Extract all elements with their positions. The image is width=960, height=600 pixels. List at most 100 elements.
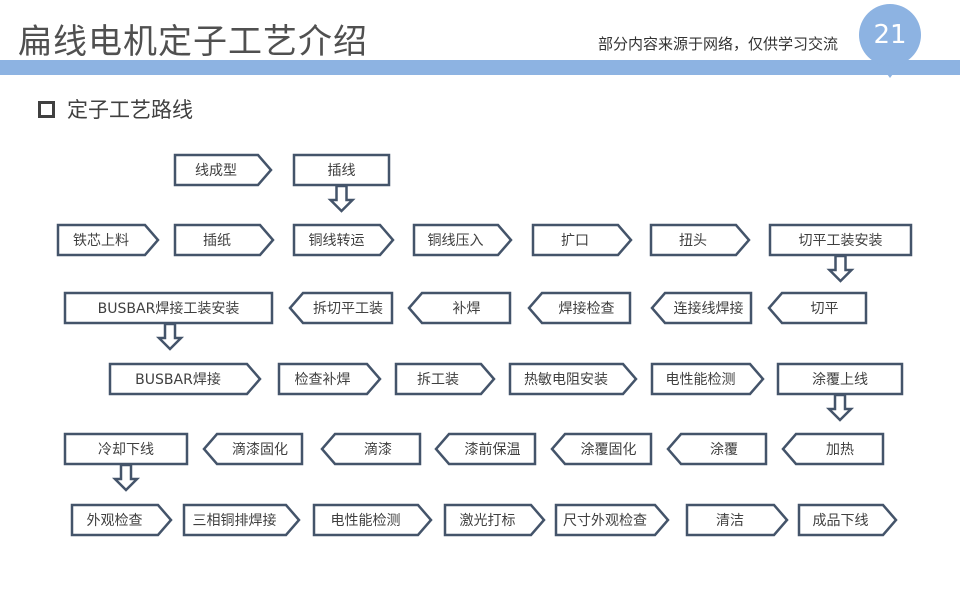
process-step-s29: 外观检查: [70, 503, 173, 537]
process-step-s1: 线成型: [173, 153, 273, 187]
down-arrow-icon: [292, 153, 391, 213]
process-step-s7: 扩口: [531, 223, 633, 257]
header-band: [0, 60, 960, 75]
process-step-label: 滴漆: [364, 442, 392, 458]
process-step-s25: 漆前保温: [434, 432, 537, 466]
right-chevron-box-icon: [292, 223, 395, 257]
process-step-label: 加热: [826, 442, 854, 458]
slide-title: 扁线电机定子工艺介绍: [18, 22, 368, 62]
right-chevron-box-icon: [70, 503, 173, 537]
source-note: 部分内容来源于网络，仅供学习交流: [598, 35, 839, 53]
process-step-label: 热敏电阻安装: [524, 372, 608, 388]
down-arrow-icon: [63, 291, 274, 351]
process-step-label: BUSBAR焊接: [135, 372, 221, 388]
process-step-label: 电性能检测: [330, 513, 401, 529]
process-step-s21: 涂覆上线: [776, 362, 904, 422]
process-step-s13: 补焊: [407, 291, 512, 325]
process-step-s33: 尺寸外观检查: [554, 503, 670, 537]
process-step-s17: 检查补焊: [277, 362, 382, 396]
process-step-label: 冷却下线: [98, 442, 154, 458]
process-step-label: 线成型: [195, 163, 237, 179]
left-chevron-box-icon: [434, 432, 537, 466]
process-step-label: 清洁: [716, 513, 744, 529]
process-step-s22: 加热: [781, 432, 885, 466]
right-chevron-box-icon: [685, 503, 789, 537]
right-chevron-box-icon: [56, 223, 160, 257]
left-chevron-box-icon: [320, 432, 422, 466]
right-chevron-box-icon: [508, 362, 638, 396]
process-step-s4: 插纸: [173, 223, 275, 257]
process-step-label: 插纸: [203, 233, 231, 249]
process-step-label: 连接线焊接: [673, 301, 744, 317]
process-step-label: 三相铜排焊接: [192, 513, 277, 529]
right-chevron-box-icon: [412, 223, 513, 257]
down-arrow-icon: [776, 362, 904, 422]
process-step-label: 扩口: [561, 233, 589, 249]
process-step-label: 铜线转运: [308, 233, 365, 249]
process-step-s9: 切平工装安装: [768, 223, 913, 283]
process-step-s28: 冷却下线: [63, 432, 189, 492]
left-chevron-box-icon: [407, 291, 512, 325]
process-step-s6: 铜线压入: [412, 223, 513, 257]
left-chevron-box-icon: [650, 291, 753, 325]
process-step-label: 拆切平工装: [313, 301, 383, 317]
process-step-s35: 成品下线: [797, 503, 898, 537]
left-chevron-box-icon: [527, 291, 632, 325]
left-chevron-box-icon: [550, 432, 653, 466]
process-step-label: 焊接检查: [558, 301, 615, 317]
process-step-label: 切平: [810, 301, 839, 317]
process-step-s16: BUSBAR焊接: [108, 362, 262, 396]
process-step-label: 扭头: [679, 233, 707, 249]
process-step-s20: 电性能检测: [650, 362, 765, 396]
process-step-label: 切平工装安装: [798, 233, 883, 249]
process-step-label: 插线: [327, 163, 356, 179]
process-step-label: 外观检查: [86, 513, 143, 529]
process-step-label: 铁芯上料: [73, 233, 129, 249]
process-step-label: 电性能检测: [665, 372, 736, 388]
process-step-label: 漆前保温: [464, 442, 521, 458]
process-step-s24: 涂覆固化: [550, 432, 653, 466]
right-chevron-box-icon: [797, 503, 898, 537]
process-step-s11: 连接线焊接: [650, 291, 753, 325]
process-step-s18: 拆工装: [394, 362, 496, 396]
right-chevron-box-icon: [312, 503, 433, 537]
process-step-label: 涂覆固化: [580, 442, 637, 458]
left-chevron-box-icon: [288, 291, 394, 325]
process-step-s12: 焊接检查: [527, 291, 632, 325]
left-chevron-box-icon: [767, 291, 868, 325]
process-step-label: 补焊: [452, 301, 481, 317]
process-step-label: BUSBAR焊接工装安装: [97, 301, 240, 317]
process-step-label: 尺寸外观检查: [563, 513, 647, 529]
process-step-s27: 滴漆固化: [202, 432, 304, 466]
process-step-s15: BUSBAR焊接工装安装: [63, 291, 274, 351]
right-chevron-box-icon: [173, 153, 273, 187]
process-step-label: 成品下线: [812, 513, 869, 529]
process-step-label: 检查补焊: [294, 372, 351, 388]
right-chevron-box-icon: [394, 362, 496, 396]
process-step-s26: 滴漆: [320, 432, 422, 466]
right-chevron-box-icon: [182, 503, 301, 537]
right-chevron-box-icon: [173, 223, 275, 257]
process-step-s31: 电性能检测: [312, 503, 433, 537]
left-chevron-box-icon: [666, 432, 768, 466]
right-chevron-box-icon: [554, 503, 670, 537]
right-chevron-box-icon: [277, 362, 382, 396]
process-step-label: 涂覆: [710, 442, 738, 458]
process-step-label: 拆工装: [417, 372, 459, 388]
right-chevron-box-icon: [649, 223, 751, 257]
process-step-s30: 三相铜排焊接: [182, 503, 301, 537]
process-step-s23: 涂覆: [666, 432, 768, 466]
square-bullet-icon: [38, 100, 55, 118]
process-step-s14: 拆切平工装: [288, 291, 394, 325]
process-step-s10: 切平: [767, 291, 868, 325]
process-step-label: 激光打标: [459, 513, 516, 529]
process-step-label: 铜线压入: [427, 233, 484, 249]
process-step-s19: 热敏电阻安装: [508, 362, 638, 396]
down-arrow-icon: [768, 223, 913, 283]
right-chevron-box-icon: [531, 223, 633, 257]
process-step-label: 滴漆固化: [232, 442, 288, 458]
process-step-s3: 铁芯上料: [56, 223, 160, 257]
down-arrow-icon: [63, 432, 189, 492]
process-step-s34: 清洁: [685, 503, 789, 537]
right-chevron-box-icon: [443, 503, 546, 537]
